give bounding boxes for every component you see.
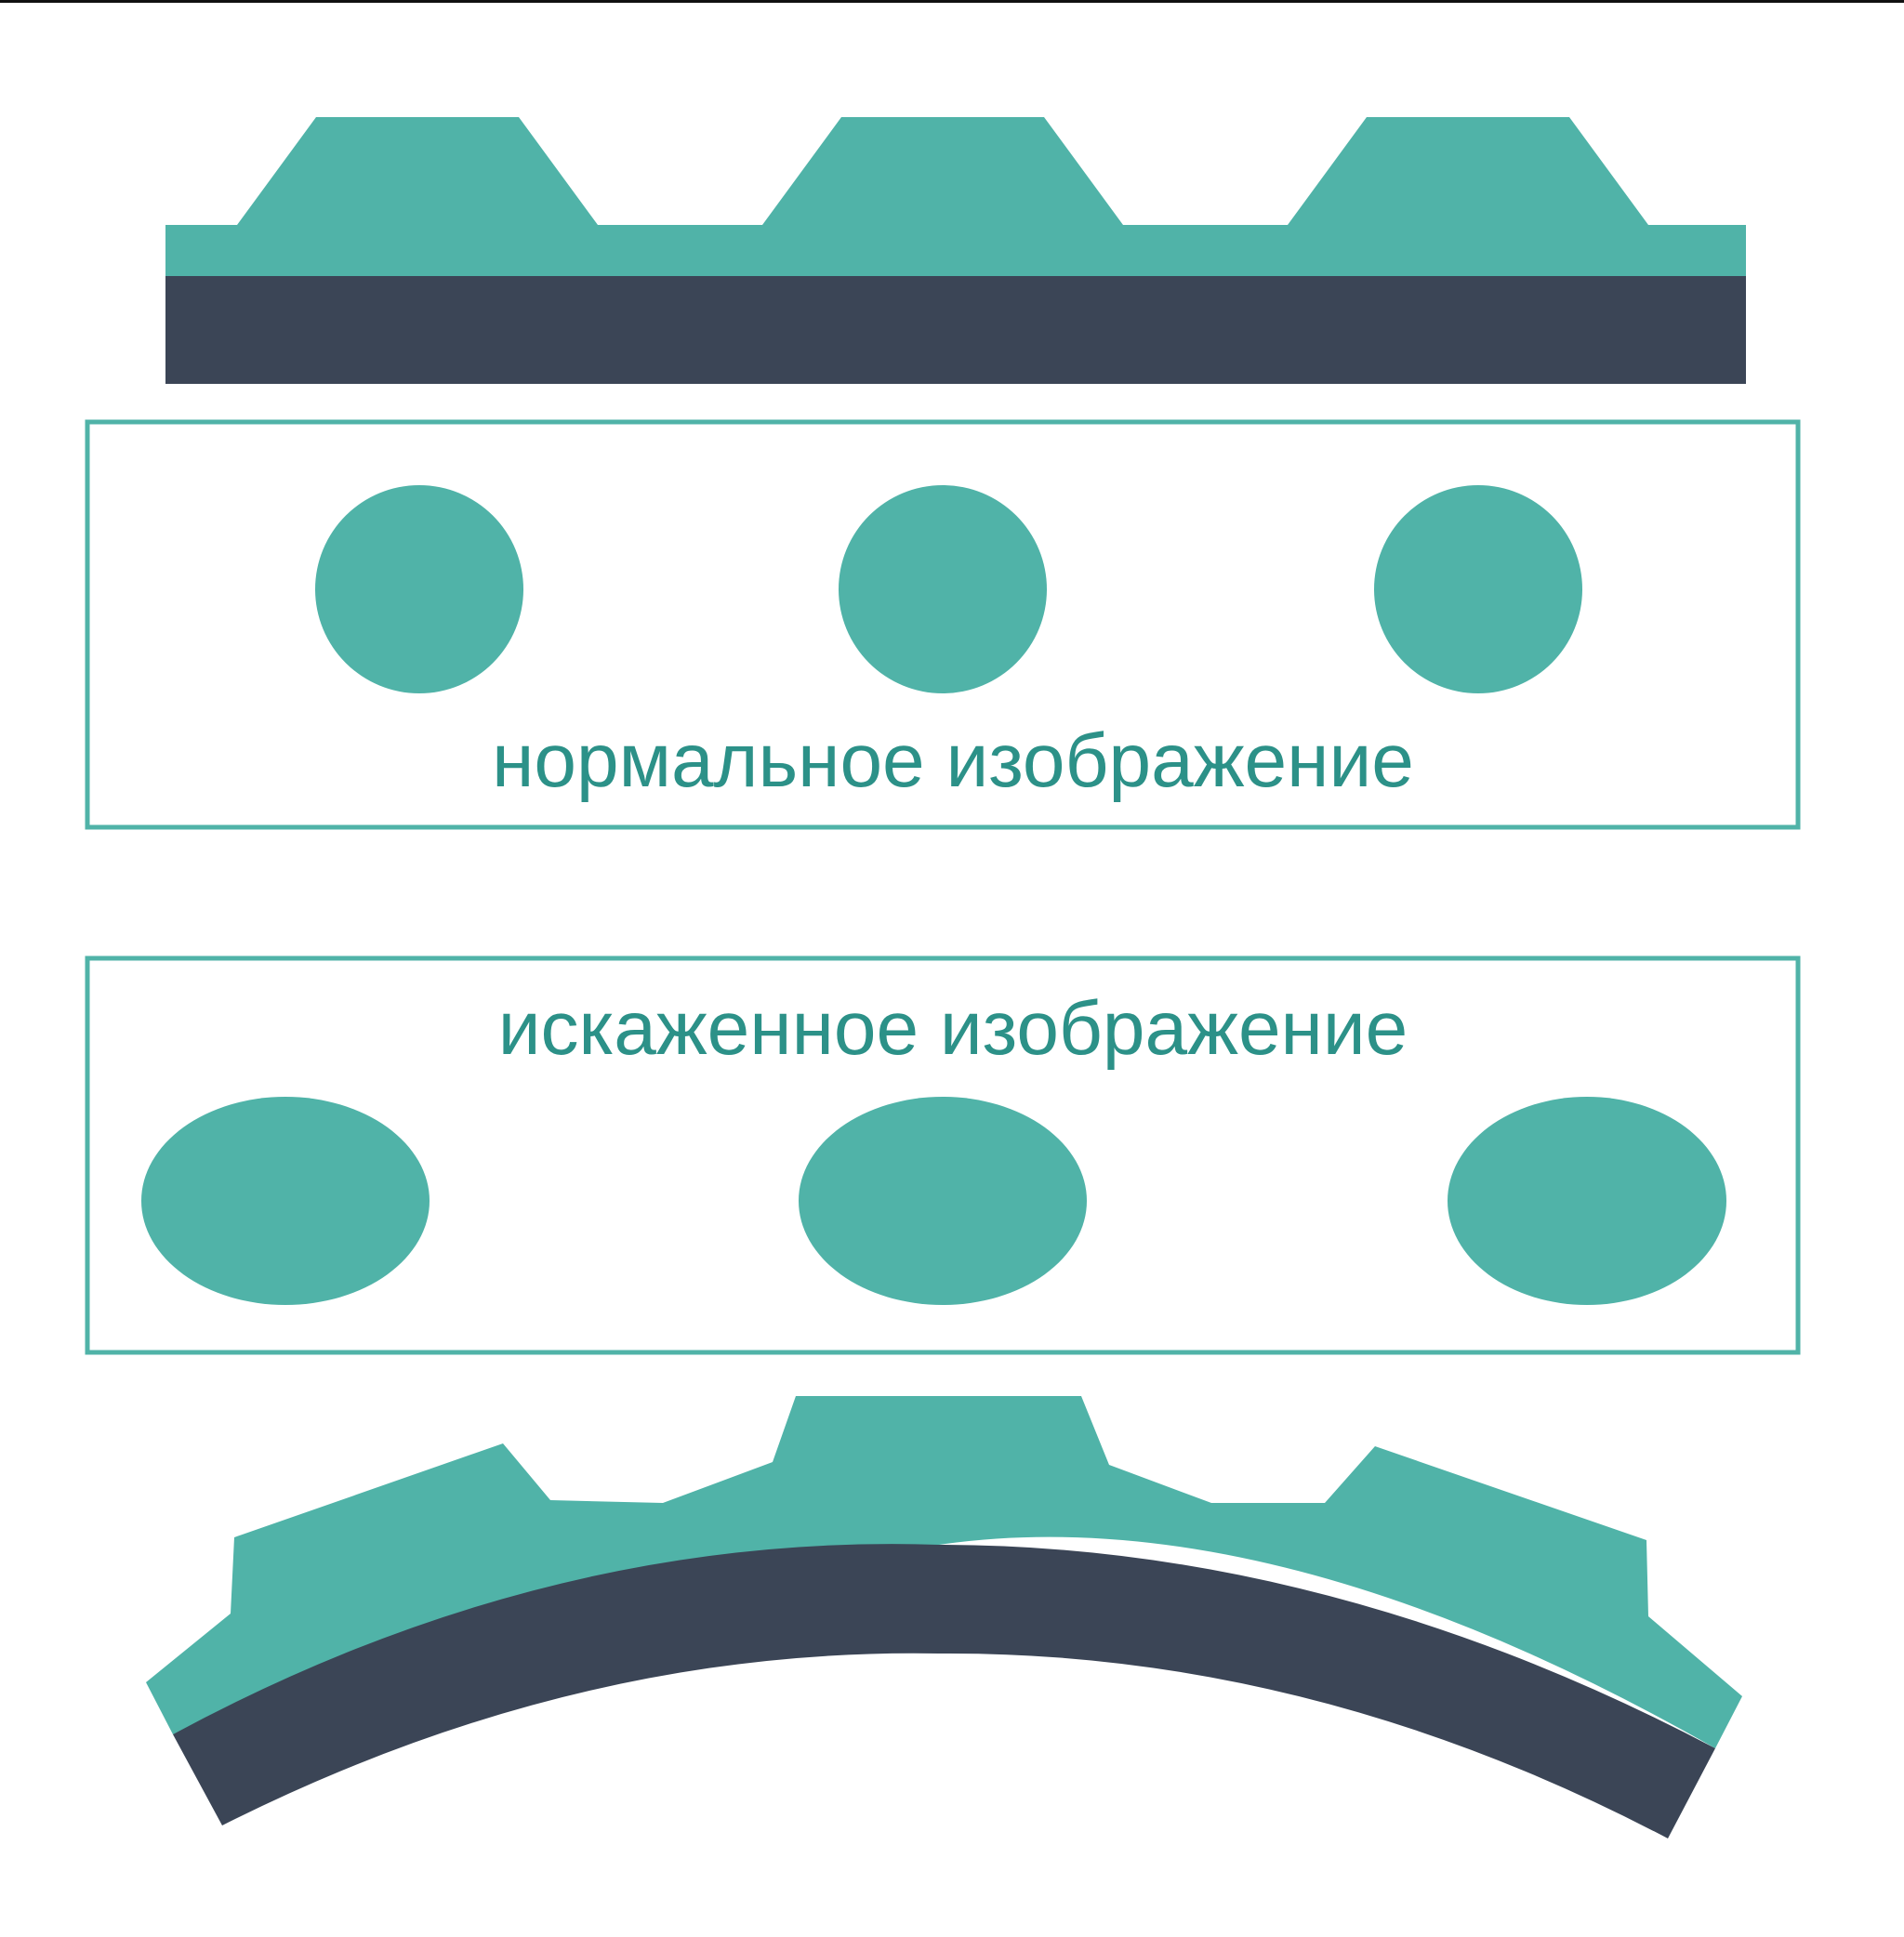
top-border-line (0, 0, 1904, 3)
distorted-panel-frame (85, 955, 1801, 1355)
curved-belt-backing (173, 1544, 1715, 1838)
normal-image-label: нормальное изображение (492, 718, 1414, 803)
normal-circle-right (1374, 485, 1582, 693)
distorted-image-label: искаженное изображение (498, 986, 1408, 1071)
flat-belt-teeth (165, 117, 1746, 276)
distorted-ellipse-right (1448, 1097, 1726, 1305)
distorted-ellipse-center (799, 1097, 1087, 1305)
normal-circle-center (839, 485, 1047, 693)
distorted-ellipse-left (141, 1097, 430, 1305)
curved-toothed-belt (146, 1396, 1742, 1838)
normal-panel-frame (85, 419, 1801, 830)
distorted-image-panel: искаженное изображение (85, 955, 1801, 1355)
curved-belt-teeth (146, 1396, 1742, 1748)
flat-belt-backing (165, 271, 1746, 384)
flat-toothed-belt (165, 117, 1746, 384)
normal-circle-left (315, 485, 523, 693)
normal-image-panel: нормальное изображение (85, 419, 1801, 830)
